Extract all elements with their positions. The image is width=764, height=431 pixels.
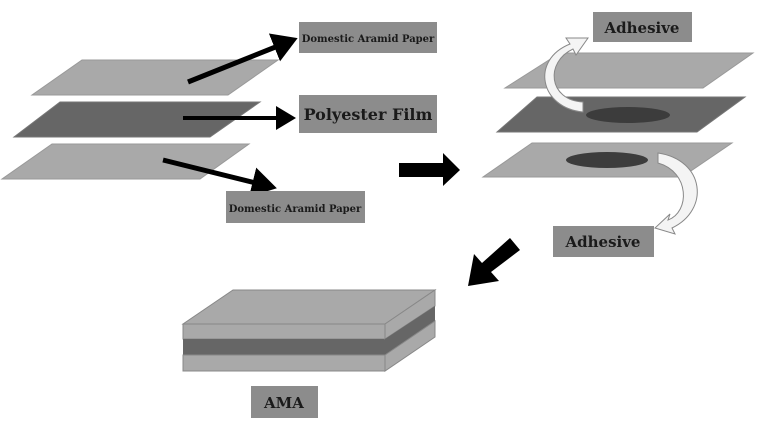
label-polyester: Polyester Film [299, 95, 437, 133]
aramid-paper-sheet-top-adhesive [503, 52, 755, 89]
ama-laminate-block [181, 289, 437, 372]
svg-text:Adhesive: Adhesive [565, 233, 641, 251]
aramid-paper-sheet-bottom [0, 143, 251, 180]
process-arrow-right [399, 153, 460, 186]
adhesive-spot-top [586, 107, 670, 123]
pointer-arrow-aramid-top [187, 33, 298, 85]
label-adhesive-top: Adhesive [593, 12, 692, 42]
svg-text:Polyester Film: Polyester Film [304, 105, 433, 124]
polyester-film-sheet [12, 101, 262, 138]
pointer-arrow-aramid-bottom [162, 157, 277, 197]
adhesive-spot-bottom [566, 152, 648, 168]
curved-arrow-adhesive-top [544, 37, 589, 113]
svg-text:Domestic Aramid Paper: Domestic Aramid Paper [229, 204, 362, 215]
svg-text:AMA: AMA [263, 394, 304, 412]
svg-text:Domestic Aramid Paper: Domestic Aramid Paper [302, 34, 435, 45]
svg-text:Adhesive: Adhesive [604, 19, 680, 37]
label-ama: AMA [251, 386, 318, 418]
label-adhesive-bottom: Adhesive [553, 226, 654, 257]
process-arrow-down-left [468, 238, 520, 286]
aramid-paper-sheet-top [30, 59, 280, 96]
label-aramid-top: Domestic Aramid Paper [299, 22, 437, 53]
label-aramid-bottom: Domestic Aramid Paper [226, 191, 365, 223]
curved-arrow-adhesive-bottom [654, 152, 698, 235]
